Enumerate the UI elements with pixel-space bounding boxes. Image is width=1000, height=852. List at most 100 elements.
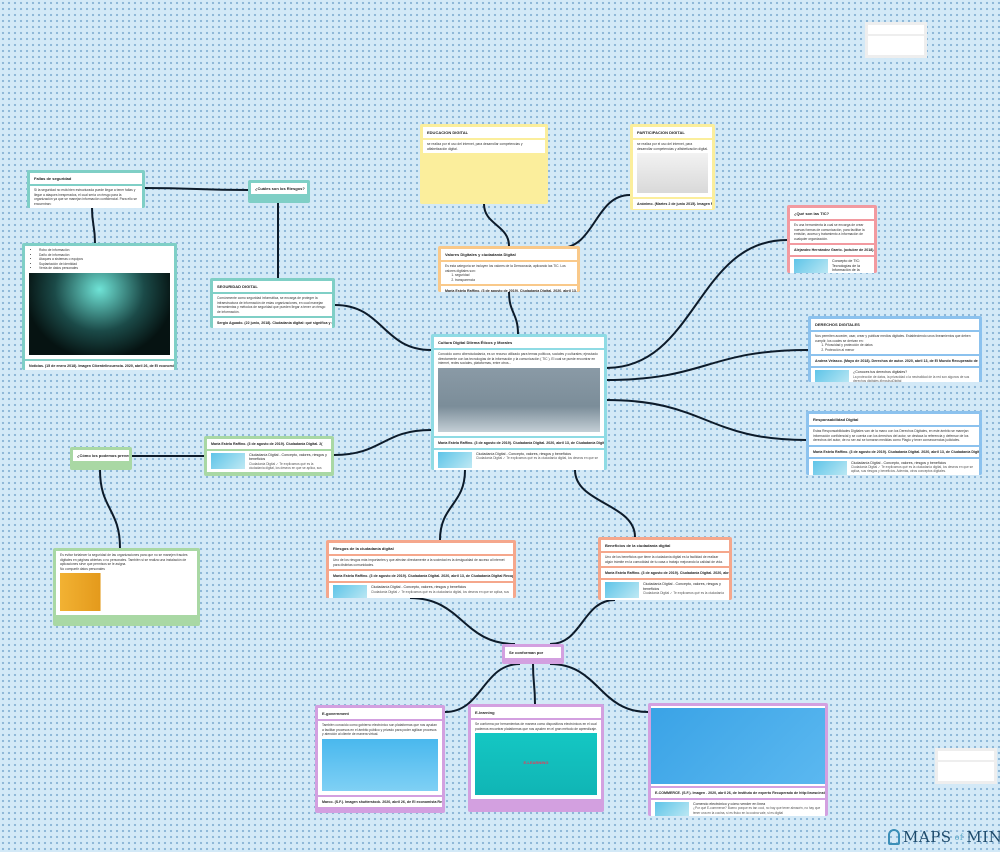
node-tic[interactable]: ¿Qué son las TIC?Es una herramienta la c…	[787, 205, 877, 273]
preview-description: Ciudadanía Digital ✓ Te explicamos qué e…	[643, 591, 724, 595]
connector-line	[605, 349, 809, 381]
preview-thumbnail	[211, 453, 245, 469]
empty-node-bottom-right[interactable]	[935, 748, 997, 784]
node-text: Es evitar fortalecer la seguridad de las…	[60, 553, 188, 567]
node-text: se realiza por el uso del internet, para…	[427, 142, 523, 151]
citation: María Estela Raffino. (3 de agosto de 20…	[329, 571, 513, 582]
connector-line	[144, 187, 249, 191]
node-title: SEGURIDAD DIGITAL	[213, 281, 332, 292]
node-ecommerce[interactable]: E-COMMERCE. (S.F.). Imagen . 2020, abril…	[648, 703, 828, 816]
node-body	[651, 706, 825, 786]
node-text: Nos permiten acceder, usar, crear y publ…	[815, 334, 971, 343]
citation: María Estela Raffino. (3 de agosto de 20…	[207, 439, 331, 449]
preview-title[interactable]: Ciudadanía Digital - Concepto, valores, …	[476, 451, 572, 456]
connector-line	[532, 663, 536, 705]
node-text: Comúnmente como seguridad informática, s…	[217, 296, 326, 314]
preview-thumbnail	[794, 259, 828, 273]
node-body: Es una herramienta la cual se encarga de…	[790, 221, 874, 244]
preview-text: Comercio electrónico y cómo vender en lí…	[693, 802, 821, 816]
list-item: Suplantación de identidad	[39, 262, 170, 267]
node-text: Es una herramienta la cual se encarga de…	[794, 223, 865, 241]
node-body: Uno de los beneficios que tiene la ciuda…	[601, 553, 729, 567]
preview-title[interactable]: Ciudadanía Digital - Concepto, valores, …	[851, 460, 947, 465]
node-text: Es esta categoría se incluyen los valore…	[445, 264, 566, 273]
list-item: Protección al menor	[825, 348, 975, 353]
hacker-keyboard-image	[29, 272, 170, 355]
node-seguridad[interactable]: SEGURIDAD DIGITAL Comúnmente como segurid…	[210, 278, 335, 328]
node-prevenir[interactable]: ¿Cómo los podemos prevenir?	[70, 447, 132, 470]
connector-line	[483, 203, 510, 247]
node-prevencion[interactable]: Es evitar fortalecer la seguridad de las…	[53, 548, 200, 626]
preview-text: Concepto de TIC: Tecnologías de la Infor…	[832, 259, 870, 273]
node-raffino-left[interactable]: María Estela Raffino. (3 de agosto de 20…	[204, 436, 334, 476]
preview-text: Ciudadanía Digital - Concepto, valores, …	[851, 461, 975, 475]
list-item: Robo de información	[39, 248, 170, 253]
node-body: Estas Responsabilidades Digitales van de…	[809, 427, 979, 445]
node-title: E-government	[318, 708, 442, 719]
node-hacker[interactable]: Robo de informaciónDaño de informaciónAt…	[22, 243, 177, 370]
node-title: PARTICIPACION DIGITAL	[633, 127, 712, 138]
citation: Marco. (S.F.). Imagen shutterstock. 2020…	[318, 796, 442, 807]
preview-title[interactable]: Concepto de TIC: Tecnologías de la Infor…	[832, 259, 861, 273]
preview-title[interactable]: Ciudadanía Digital - Concepto, valores, …	[643, 582, 721, 591]
preview-description: Ciudadanía Digital ✓ Te explicamos qué e…	[851, 465, 974, 474]
preview-text: Ciudadanía Digital - Concepto, valores, …	[643, 582, 725, 598]
preview-title[interactable]: Ciudadanía Digital - Concepto, valores, …	[371, 585, 467, 590]
node-body: Nos permiten acceder, usar, crear y publ…	[811, 332, 979, 355]
preview-thumbnail	[815, 370, 849, 382]
link-preview[interactable]: Concepto de TIC: Tecnologías de la Infor…	[790, 257, 874, 273]
link-preview[interactable]: ¿Conoces tus derechos digitales?La prote…	[811, 368, 979, 382]
node-text: Conocido como ciberciudadanía, es un rec…	[438, 352, 598, 366]
connector-line	[409, 597, 516, 645]
preview-text: Ciudadanía Digital - Concepto, valores, …	[249, 453, 327, 470]
node-title: EDUCACION DIGITAL	[423, 127, 545, 138]
preview-thumbnail	[438, 451, 472, 468]
preview-description: Ciudadanía Digital ✓ Te explicamos qué e…	[371, 589, 509, 594]
digital-city-illustration	[438, 367, 600, 432]
node-title: ¿Cuáles son los Riesgos?	[251, 183, 307, 194]
node-list: Robo de informaciónDaño de informaciónAt…	[29, 248, 170, 271]
node-body: Se conforma por herramientas de manera c…	[471, 720, 601, 800]
citation: Sergio Aguado. (22 junio, 2018). Ciudada…	[213, 318, 332, 328]
list-item: Venta de datos personales	[39, 266, 170, 271]
node-text: También conocido como gobierno electróni…	[322, 723, 437, 737]
node-title: ¿Cómo los podemos prevenir?	[73, 450, 129, 461]
brain-head-icon	[888, 829, 900, 845]
node-riesgos-q[interactable]: ¿Cuáles son los Riesgos?	[248, 180, 310, 203]
node-conforman[interactable]: Se conforman por	[502, 644, 564, 664]
empty-node-top-right[interactable]	[865, 22, 927, 58]
node-text: se realiza por el uso del internet, para…	[637, 142, 708, 151]
link-preview[interactable]: Ciudadanía Digital - Concepto, valores, …	[601, 580, 729, 600]
preview-title[interactable]: Comercio electrónico y cómo vender en lí…	[693, 802, 766, 806]
preview-title[interactable]: Ciudadanía Digital - Concepto, valores, …	[249, 453, 327, 462]
link-preview[interactable]: Ciudadanía Digital - Concepto, valores, …	[809, 458, 979, 475]
link-preview[interactable]: Ciudadanía Digital - Concepto, valores, …	[207, 451, 331, 473]
connector-line	[444, 663, 521, 713]
link-preview[interactable]: Ciudadanía Digital - Concepto, valores, …	[329, 583, 513, 598]
preview-text: Ciudadanía Digital - Concepto, valores, …	[371, 585, 509, 598]
connector-line	[549, 663, 649, 713]
node-title: Se conforman por	[505, 647, 561, 658]
preview-text: ¿Conoces tus derechos digitales?La prote…	[853, 370, 975, 382]
connector-line	[605, 239, 788, 369]
node-educacion[interactable]: EDUCACION DIGITAL se realiza por el uso d…	[420, 124, 548, 204]
preview-title[interactable]: ¿Conoces tus derechos digitales?	[853, 370, 908, 375]
citation: María Estela Raffino. (3 de agosto de 20…	[434, 437, 604, 448]
preview-thumbnail	[605, 582, 639, 599]
link-preview[interactable]: Ciudadanía Digital - Concepto, valores, …	[434, 449, 604, 470]
node-body: Comúnmente como seguridad informática, s…	[213, 294, 332, 317]
link-preview[interactable]: Comercio electrónico y cómo vender en lí…	[651, 800, 825, 816]
list-item: seguridad	[455, 273, 573, 278]
node-participacion[interactable]: PARTICIPACION DIGITAL se realiza por el u…	[630, 124, 715, 210]
node-title: Beneficios de la ciudadanía digital	[601, 540, 729, 551]
